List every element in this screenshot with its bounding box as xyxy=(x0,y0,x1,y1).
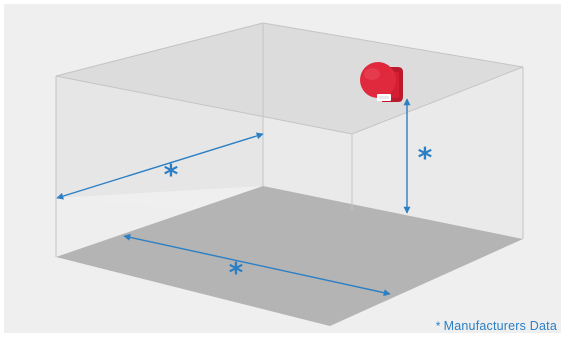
wall-mounted-sounder-icon xyxy=(360,62,403,102)
width-measurement-marker: * xyxy=(164,158,179,191)
footnote-marker: * xyxy=(435,319,441,333)
height-measurement-marker: * xyxy=(418,141,433,174)
footnote-text: Manufacturers Data xyxy=(443,319,557,333)
depth-measurement-marker: * xyxy=(229,256,244,289)
manufacturers-data-footnote: *Manufacturers Data xyxy=(436,319,557,333)
room-edges xyxy=(55,22,524,257)
width-dimension-line xyxy=(56,132,264,200)
depth-dimension-line xyxy=(123,233,391,297)
